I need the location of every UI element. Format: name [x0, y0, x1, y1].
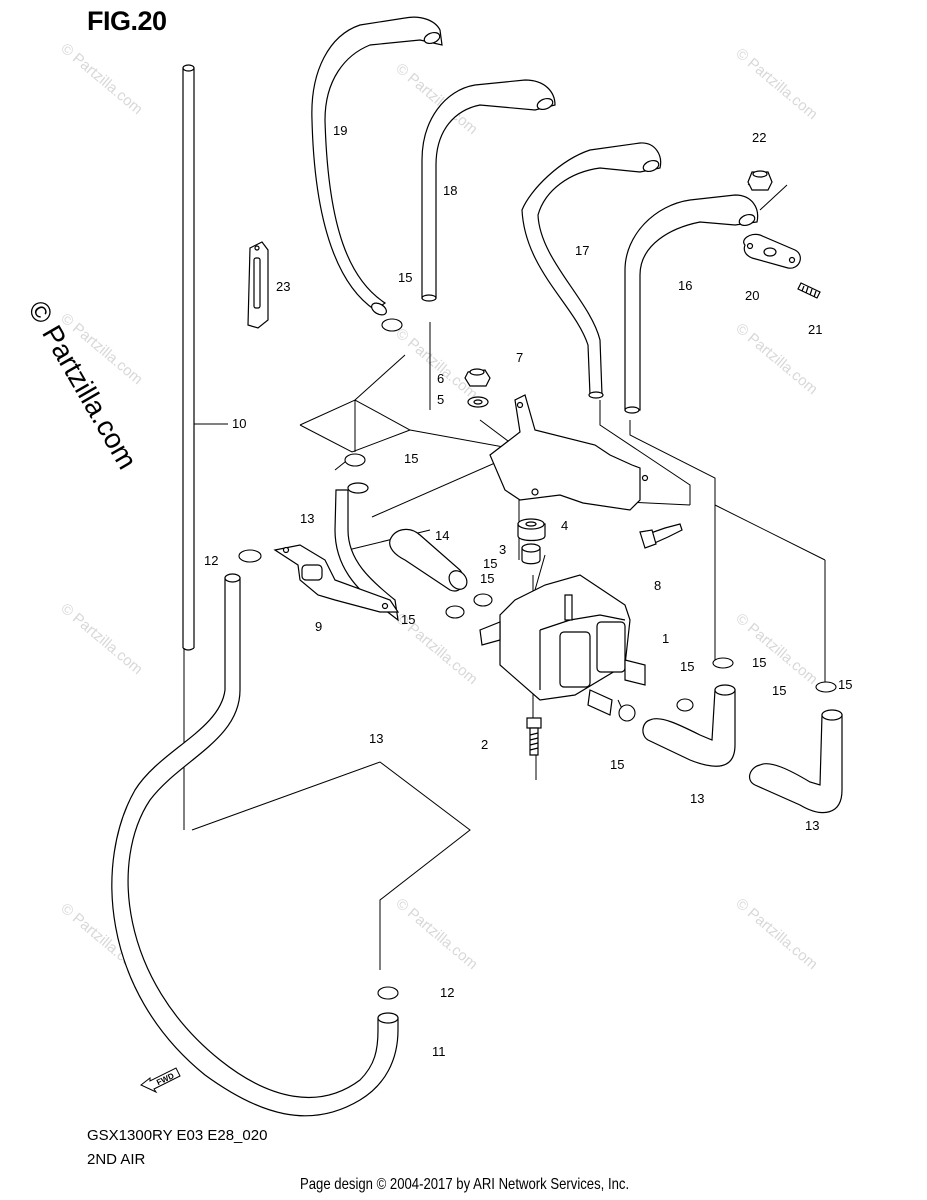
watermark-text: © Partzilla.com [57, 40, 145, 118]
part-2-bolt [526, 717, 542, 756]
watermark-text: © Partzilla.com [392, 895, 480, 973]
callout-15: 15 [398, 270, 412, 285]
callout-15: 15 [752, 655, 766, 670]
watermark-text: © Partzilla.com [57, 310, 145, 388]
callout-11: 11 [432, 1044, 446, 1059]
footer-credit: Page design © 2004-2017 by ARI Network S… [300, 1176, 630, 1193]
fwd-arrow [140, 1067, 181, 1094]
callout-12: 12 [204, 553, 218, 568]
part-21-stud [797, 282, 821, 299]
part-17-hose [521, 142, 662, 399]
callout-15: 15 [404, 451, 418, 466]
callout-15: 15 [480, 571, 494, 586]
callout-13: 13 [805, 818, 819, 833]
callout-3: 3 [499, 542, 506, 557]
watermark-text: © Partzilla.com [732, 45, 820, 123]
callout-4: 4 [561, 518, 568, 533]
callout-20: 20 [745, 288, 759, 303]
callout-15: 15 [680, 659, 694, 674]
part-8-bolt [639, 523, 683, 549]
callout-13: 13 [690, 791, 704, 806]
part-18-hose [421, 79, 556, 302]
fwd-arrow-label: FWD [155, 1071, 176, 1087]
watermark-layer: © Partzilla.com © Partzilla.com © Partzill… [57, 40, 820, 978]
callout-23: 23 [276, 279, 290, 294]
part-13-hose-lower-right [748, 709, 843, 814]
callout-15: 15 [610, 757, 624, 772]
part-4-grommet [517, 518, 546, 542]
part-9-bracket [273, 544, 400, 613]
part-3-collar [521, 543, 541, 565]
figure-title: FIG.20 [87, 6, 167, 36]
watermark-text: © Partzilla.com [57, 600, 145, 678]
watermark-text: © Partzilla.com [732, 895, 820, 973]
part-7-bracket [489, 394, 649, 511]
part-5-washer [467, 396, 489, 408]
watermark-text: © Partzilla.com [732, 610, 820, 688]
part-19-hose [311, 16, 443, 316]
callout-17: 17 [575, 243, 589, 258]
callout-15: 15 [401, 612, 415, 627]
callout-7: 7 [516, 350, 523, 365]
callout-21: 21 [808, 322, 822, 337]
part-10-pipe [182, 64, 195, 651]
part-11-hose [111, 573, 399, 1117]
part-16-hose [624, 194, 759, 414]
part-14-hose [389, 528, 468, 592]
guide-lines [183, 177, 826, 970]
section-name: 2ND AIR [87, 1151, 146, 1168]
callout-14: 14 [435, 528, 449, 543]
callout-13: 13 [300, 511, 314, 526]
callout-12: 12 [440, 985, 454, 1000]
callout-6: 6 [437, 371, 444, 386]
callout-15: 15 [483, 556, 497, 571]
clamps [238, 318, 837, 1000]
callout-13: 13 [369, 731, 383, 746]
callout-18: 18 [443, 183, 457, 198]
callout-10: 10 [232, 416, 246, 431]
callout-19: 19 [333, 123, 347, 138]
callout-22: 22 [752, 130, 766, 145]
part-6-nut [464, 368, 491, 387]
model-code: GSX1300RY E03 E28_020 [87, 1127, 268, 1144]
part-13-hose-lower-mid [642, 684, 736, 767]
callout-2: 2 [481, 737, 488, 752]
part-20-gasket [743, 233, 801, 269]
part-22-nut [747, 170, 773, 191]
callout-15: 15 [772, 683, 786, 698]
callout-16: 16 [678, 278, 692, 293]
part-1-valve [479, 574, 646, 716]
callout-15: 15 [838, 677, 852, 692]
callout-8: 8 [654, 578, 661, 593]
callout-5: 5 [437, 392, 444, 407]
part-23-clip [247, 241, 269, 329]
callout-9: 9 [315, 619, 322, 634]
callout-1: 1 [662, 631, 669, 646]
